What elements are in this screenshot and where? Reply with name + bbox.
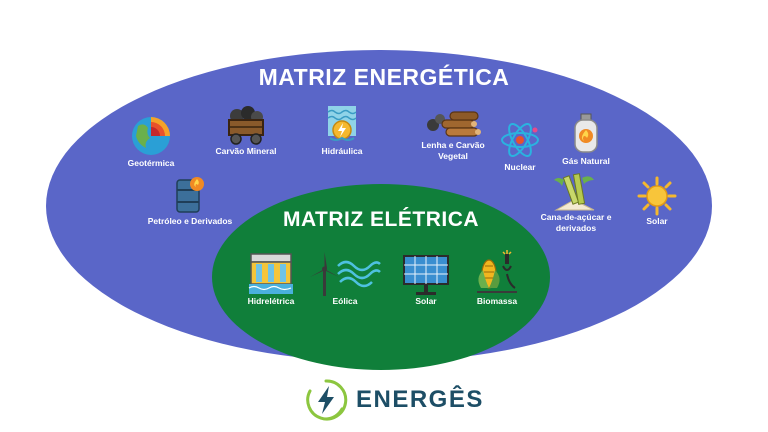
oil-barrel-icon <box>176 177 204 213</box>
source-label: Solar <box>646 216 668 226</box>
source-solar-eletrica: Solar <box>398 252 454 307</box>
source-label: Gás Natural <box>562 156 610 166</box>
source-geotermica: Geotérmica <box>118 114 184 169</box>
solar-panel-icon <box>403 255 449 295</box>
source-biomassa: Biomassa <box>468 248 526 307</box>
source-solar-energetica: Solar <box>636 176 678 227</box>
source-lenha-carvao-vegetal: Lenha e Carvão Vegetal <box>410 108 496 162</box>
source-hidraulica: Hidráulica <box>314 104 370 157</box>
geothermal-icon <box>132 117 170 155</box>
matriz-eletrica-title: MATRIZ ELÉTRICA <box>282 208 480 231</box>
source-label: Lenha e Carvão Vegetal <box>421 140 485 161</box>
source-label: Geotérmica <box>127 158 175 168</box>
atom-icon <box>501 123 539 157</box>
lightning-icon <box>306 379 348 421</box>
dam-icon <box>248 253 293 294</box>
source-label: Solar <box>415 296 437 306</box>
source-label: Hidráulica <box>321 146 363 156</box>
wind-turbine-icon <box>310 252 381 296</box>
energes-logo: ENERGÊS <box>304 378 482 422</box>
source-petroleo-derivados: Petróleo e Derivados <box>144 176 236 227</box>
hydraulic-icon <box>327 106 357 141</box>
source-eolica: Eólica <box>306 252 384 307</box>
source-cana-de-acucar: Cana-de-açúcar e derivados <box>540 172 612 234</box>
coal-cart-icon <box>228 106 264 145</box>
source-label: Cana-de-açúcar e derivados <box>540 212 612 233</box>
matriz-energetica-title: MATRIZ ENERGÉTICA <box>258 64 510 90</box>
biomass-icon <box>477 250 517 293</box>
source-label: Carvão Mineral <box>215 146 277 156</box>
source-gas-natural: Gás Natural <box>554 112 618 167</box>
gas-cylinder-icon <box>574 113 598 153</box>
source-hidreletrica: Hidrelétrica <box>240 250 302 307</box>
source-label: Petróleo e Derivados <box>147 216 233 226</box>
sun-icon <box>637 176 677 216</box>
sugarcane-icon <box>554 173 595 211</box>
source-nuclear: Nuclear <box>498 118 542 173</box>
source-label: Nuclear <box>504 162 536 172</box>
firewood-icon <box>427 111 481 137</box>
source-label: Biomassa <box>476 296 518 306</box>
source-carvao-mineral: Carvão Mineral <box>208 106 284 157</box>
source-label: Hidrelétrica <box>247 296 295 306</box>
source-label: Eólica <box>332 296 358 306</box>
brand-name: ENERGÊS <box>356 386 484 413</box>
